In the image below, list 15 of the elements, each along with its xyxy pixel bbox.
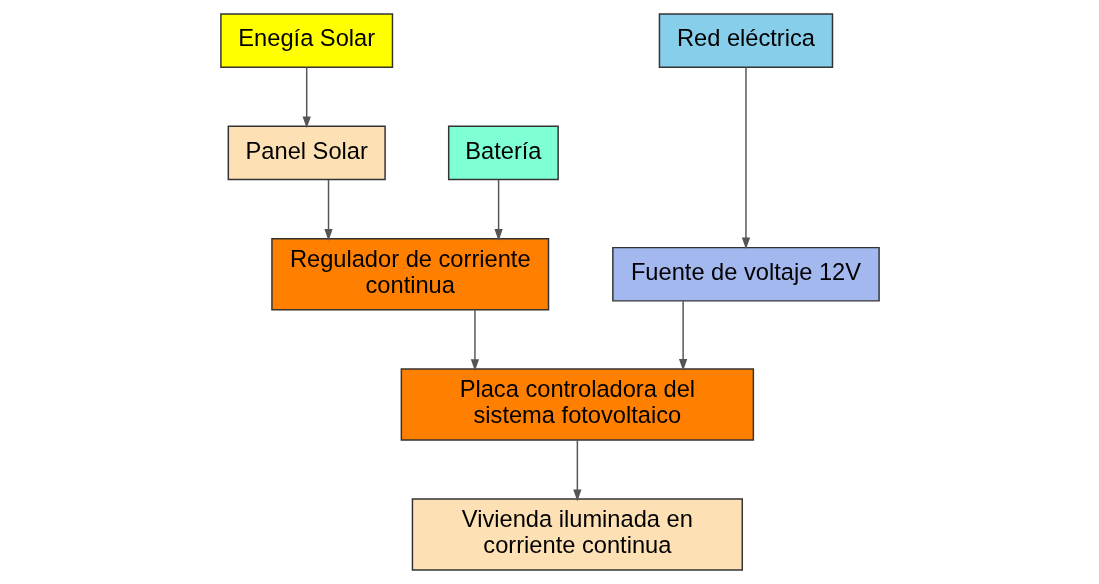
- arrow: [323, 179, 333, 241]
- arrow: [572, 439, 581, 502]
- node-box: Regulador de corriente continua: [270, 238, 549, 311]
- node-box: Vivienda iluminada en corriente continua: [411, 498, 743, 571]
- arrow: [470, 309, 479, 372]
- arrow: [741, 66, 750, 250]
- arrow: [302, 66, 311, 129]
- node-box: Enegía Solar: [219, 13, 393, 68]
- arrow: [678, 300, 687, 371]
- node-box: Batería: [447, 125, 559, 181]
- node-box: Red eléctrica: [658, 13, 833, 68]
- node-box: Panel Solar: [227, 125, 386, 181]
- node-box: Fuente de voltaje 12V: [611, 246, 880, 302]
- node-box: Placa controladora del sistema fotovoltaico: [400, 368, 754, 441]
- arrow: [493, 179, 503, 241]
